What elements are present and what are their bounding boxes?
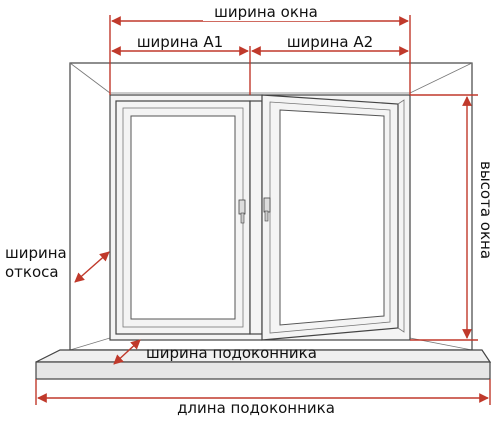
sill-front bbox=[35, 361, 491, 380]
window-width-label: ширина окна bbox=[214, 3, 318, 21]
sill-width-dim bbox=[113, 339, 141, 365]
window-height-label: высота окна bbox=[477, 161, 495, 259]
left-handle-icon bbox=[238, 199, 246, 224]
reveal-width-label-line1: ширина bbox=[5, 244, 67, 262]
sill-width-label: ширина подоконника bbox=[146, 344, 317, 362]
left-reveal bbox=[69, 62, 111, 351]
left-glass bbox=[130, 115, 236, 320]
mullion bbox=[249, 100, 263, 335]
right-sash-edge bbox=[397, 99, 405, 333]
labels: ширина окна ширина А1 ширина А2 высота о… bbox=[5, 3, 495, 417]
reveal-width-label-line2: откоса bbox=[5, 263, 59, 281]
right-sash-profile bbox=[269, 101, 391, 334]
reveal-width-dim bbox=[74, 251, 110, 283]
right-reveal bbox=[409, 62, 473, 351]
window-frame bbox=[109, 94, 411, 341]
sill-length-label: длина подоконника bbox=[177, 399, 335, 417]
width-a1-label: ширина А1 bbox=[137, 33, 223, 51]
right-glass bbox=[279, 109, 385, 326]
right-handle-icon bbox=[263, 197, 271, 222]
width-a2-label: ширина А2 bbox=[287, 33, 373, 51]
window-sill bbox=[35, 349, 492, 380]
